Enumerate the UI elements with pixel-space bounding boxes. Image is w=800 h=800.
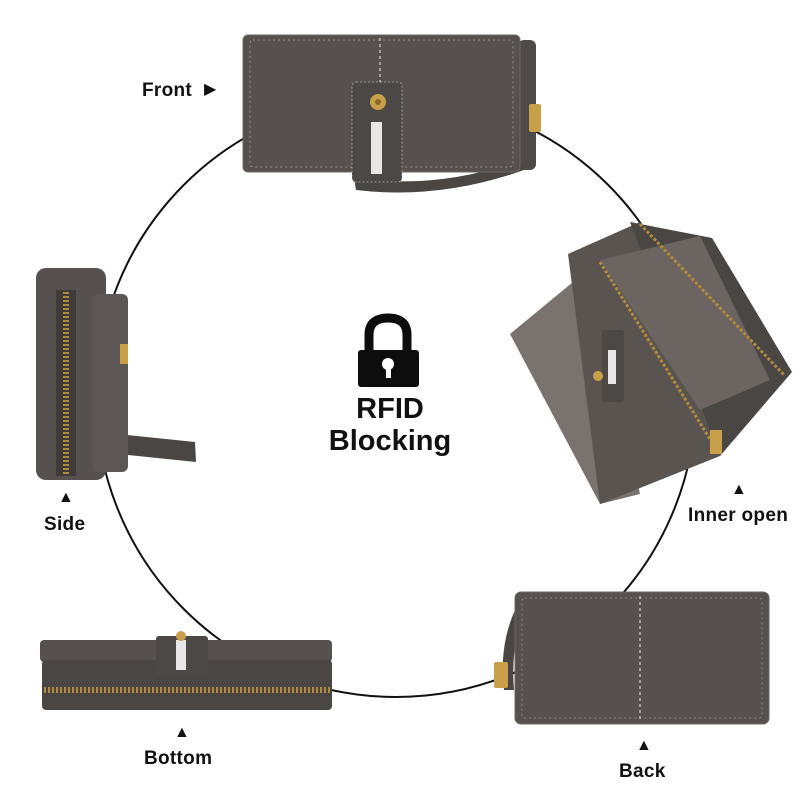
up-arrow-icon: ▲ [58,489,74,506]
rfid-blocking-title: RFID Blocking [300,393,480,457]
up-arrow-icon: ▲ [731,481,747,498]
side-wallet-image [36,268,196,480]
back-wallet-image [494,591,770,725]
up-arrow-icon: ▲ [636,737,652,754]
front-label: Front [142,80,193,101]
front-wallet-image [242,34,541,193]
rfid-line: RFID [356,393,424,425]
blocking-line: Blocking [328,425,452,457]
right-arrow-icon: ▶ [204,81,217,98]
back-label: Back [619,761,666,782]
up-arrow-icon: ▲ [174,724,190,741]
padlock-icon [358,313,419,387]
inner-open-label: Inner open [688,505,789,526]
bottom-label: Bottom [144,748,213,769]
bottom-wallet-image [40,631,332,710]
side-label: Side [44,514,86,535]
inner-open-wallet-image [510,222,792,504]
